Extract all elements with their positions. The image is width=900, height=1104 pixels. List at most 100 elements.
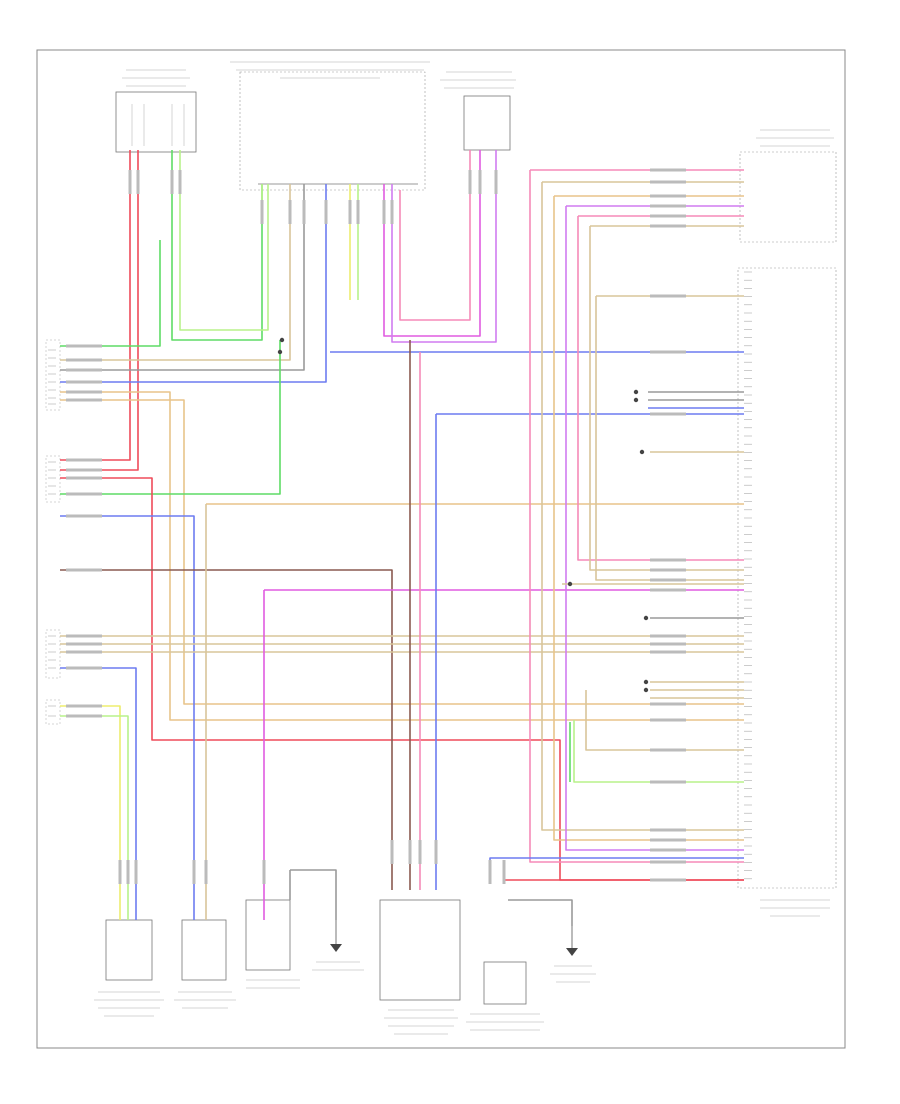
wire-blue-2 (60, 515, 195, 900)
upper-right-connector (739, 129, 837, 243)
wire-code-tag (66, 358, 102, 362)
top-center-connector (230, 61, 430, 191)
wire-group (60, 150, 744, 926)
wire-code-tag (324, 200, 328, 224)
wire-code-tag (488, 860, 492, 884)
wire-code-tag (260, 200, 264, 224)
bottom-switch-3 (245, 899, 300, 989)
wire-code-tag (650, 214, 686, 218)
left-connector-groups (45, 339, 61, 725)
wire-code-tag (650, 702, 686, 706)
wire-code-tag (650, 642, 686, 646)
wire-code-tag (650, 412, 686, 416)
wire-code-tag (66, 568, 102, 572)
wire-red-main (60, 477, 744, 881)
wire-code-tag (650, 634, 686, 638)
wire-code-tag (418, 840, 422, 864)
bottom-sensor-2 (174, 919, 236, 1009)
wire-code-tag (650, 878, 686, 882)
wire-code-tag (66, 666, 102, 670)
marker-group (66, 168, 686, 884)
wire-stub-9 (508, 899, 573, 926)
wire-code-tag (134, 860, 138, 884)
wire-violet-top (391, 150, 497, 343)
wire-code-tag (66, 514, 102, 518)
wire-code-tag (66, 458, 102, 462)
wire-pink-top (399, 150, 471, 321)
wire-code-tag (650, 588, 686, 592)
splice-dot (633, 397, 639, 403)
wire-red-2 (60, 150, 139, 471)
wire-tan-16 (595, 296, 744, 581)
wire-code-tag (650, 828, 686, 832)
wire-red-2b (503, 860, 744, 881)
bottom-sensor-1 (94, 919, 164, 1017)
splice-dot (279, 337, 285, 343)
wire-gray-1 (60, 184, 305, 371)
wire-code-tag (178, 170, 182, 194)
splice-dot (643, 679, 649, 685)
bottom-sensor-6 (466, 961, 544, 1031)
wire-code-tag (390, 200, 394, 224)
wire-code-tag (650, 350, 686, 354)
wire-code-tag (66, 714, 102, 718)
wire-yellow-1 (60, 705, 121, 900)
wire-green-3 (60, 340, 281, 495)
wire-code-tag (650, 194, 686, 198)
wire-tan-10 (541, 182, 744, 831)
wire-lightgreen-2 (60, 715, 129, 900)
wire-tan-14 (589, 226, 744, 571)
wire-tan-12 (553, 196, 744, 841)
bottom-fuel-sender-5 (379, 899, 461, 1035)
wire-lightgreen-3 (573, 720, 744, 783)
wire-pink-3 (529, 170, 744, 863)
wire-code-tag (650, 578, 686, 582)
wire-tan-3 (60, 399, 744, 705)
wire-code-tag (192, 860, 196, 884)
wire-code-tag (650, 780, 686, 784)
wire-code-tag (66, 468, 102, 472)
wire-code-tag (66, 492, 102, 496)
splice-dot (643, 615, 649, 621)
wire-pink-5 (577, 216, 744, 561)
wire-lightgreen-1 (179, 150, 269, 331)
wire-code-tag (650, 568, 686, 572)
bottom-ground-7 (550, 926, 596, 983)
wire-code-tag (650, 718, 686, 722)
pin-group (48, 271, 752, 880)
wire-code-tag (650, 558, 686, 562)
wire-code-tag (66, 704, 102, 708)
wire-code-tag (650, 294, 686, 298)
wire-code-tag (650, 180, 686, 184)
wire-code-tag (434, 840, 438, 864)
wire-code-tag (302, 200, 306, 224)
wire-green-2 (60, 240, 161, 347)
wire-code-tag (170, 170, 174, 194)
wire-code-tag (66, 344, 102, 348)
wire-code-tag (356, 200, 360, 224)
splice-dot (567, 581, 573, 587)
bottom-ground-4 (312, 920, 364, 971)
wire-tan-1 (60, 184, 291, 361)
wire-code-tag (650, 204, 686, 208)
wire-green-1 (171, 150, 263, 341)
wire-code-tag (650, 748, 686, 752)
wire-code-tag (128, 170, 132, 194)
top-left-connector (115, 69, 197, 153)
splice-dot (633, 389, 639, 395)
wire-code-tag (118, 860, 122, 884)
wire-code-tag (262, 860, 266, 884)
wire-code-tag (66, 642, 102, 646)
wire-code-tag (66, 398, 102, 402)
wire-code-tag (408, 840, 412, 864)
wire-code-tag (204, 860, 208, 884)
wire-tan-2 (60, 391, 744, 721)
wire-code-tag (494, 170, 498, 194)
diagram-frame (36, 49, 846, 1049)
wire-magenta-top (383, 150, 481, 337)
wire-code-tag (66, 368, 102, 372)
wire-code-tag (650, 838, 686, 842)
wire-code-tag (66, 634, 102, 638)
